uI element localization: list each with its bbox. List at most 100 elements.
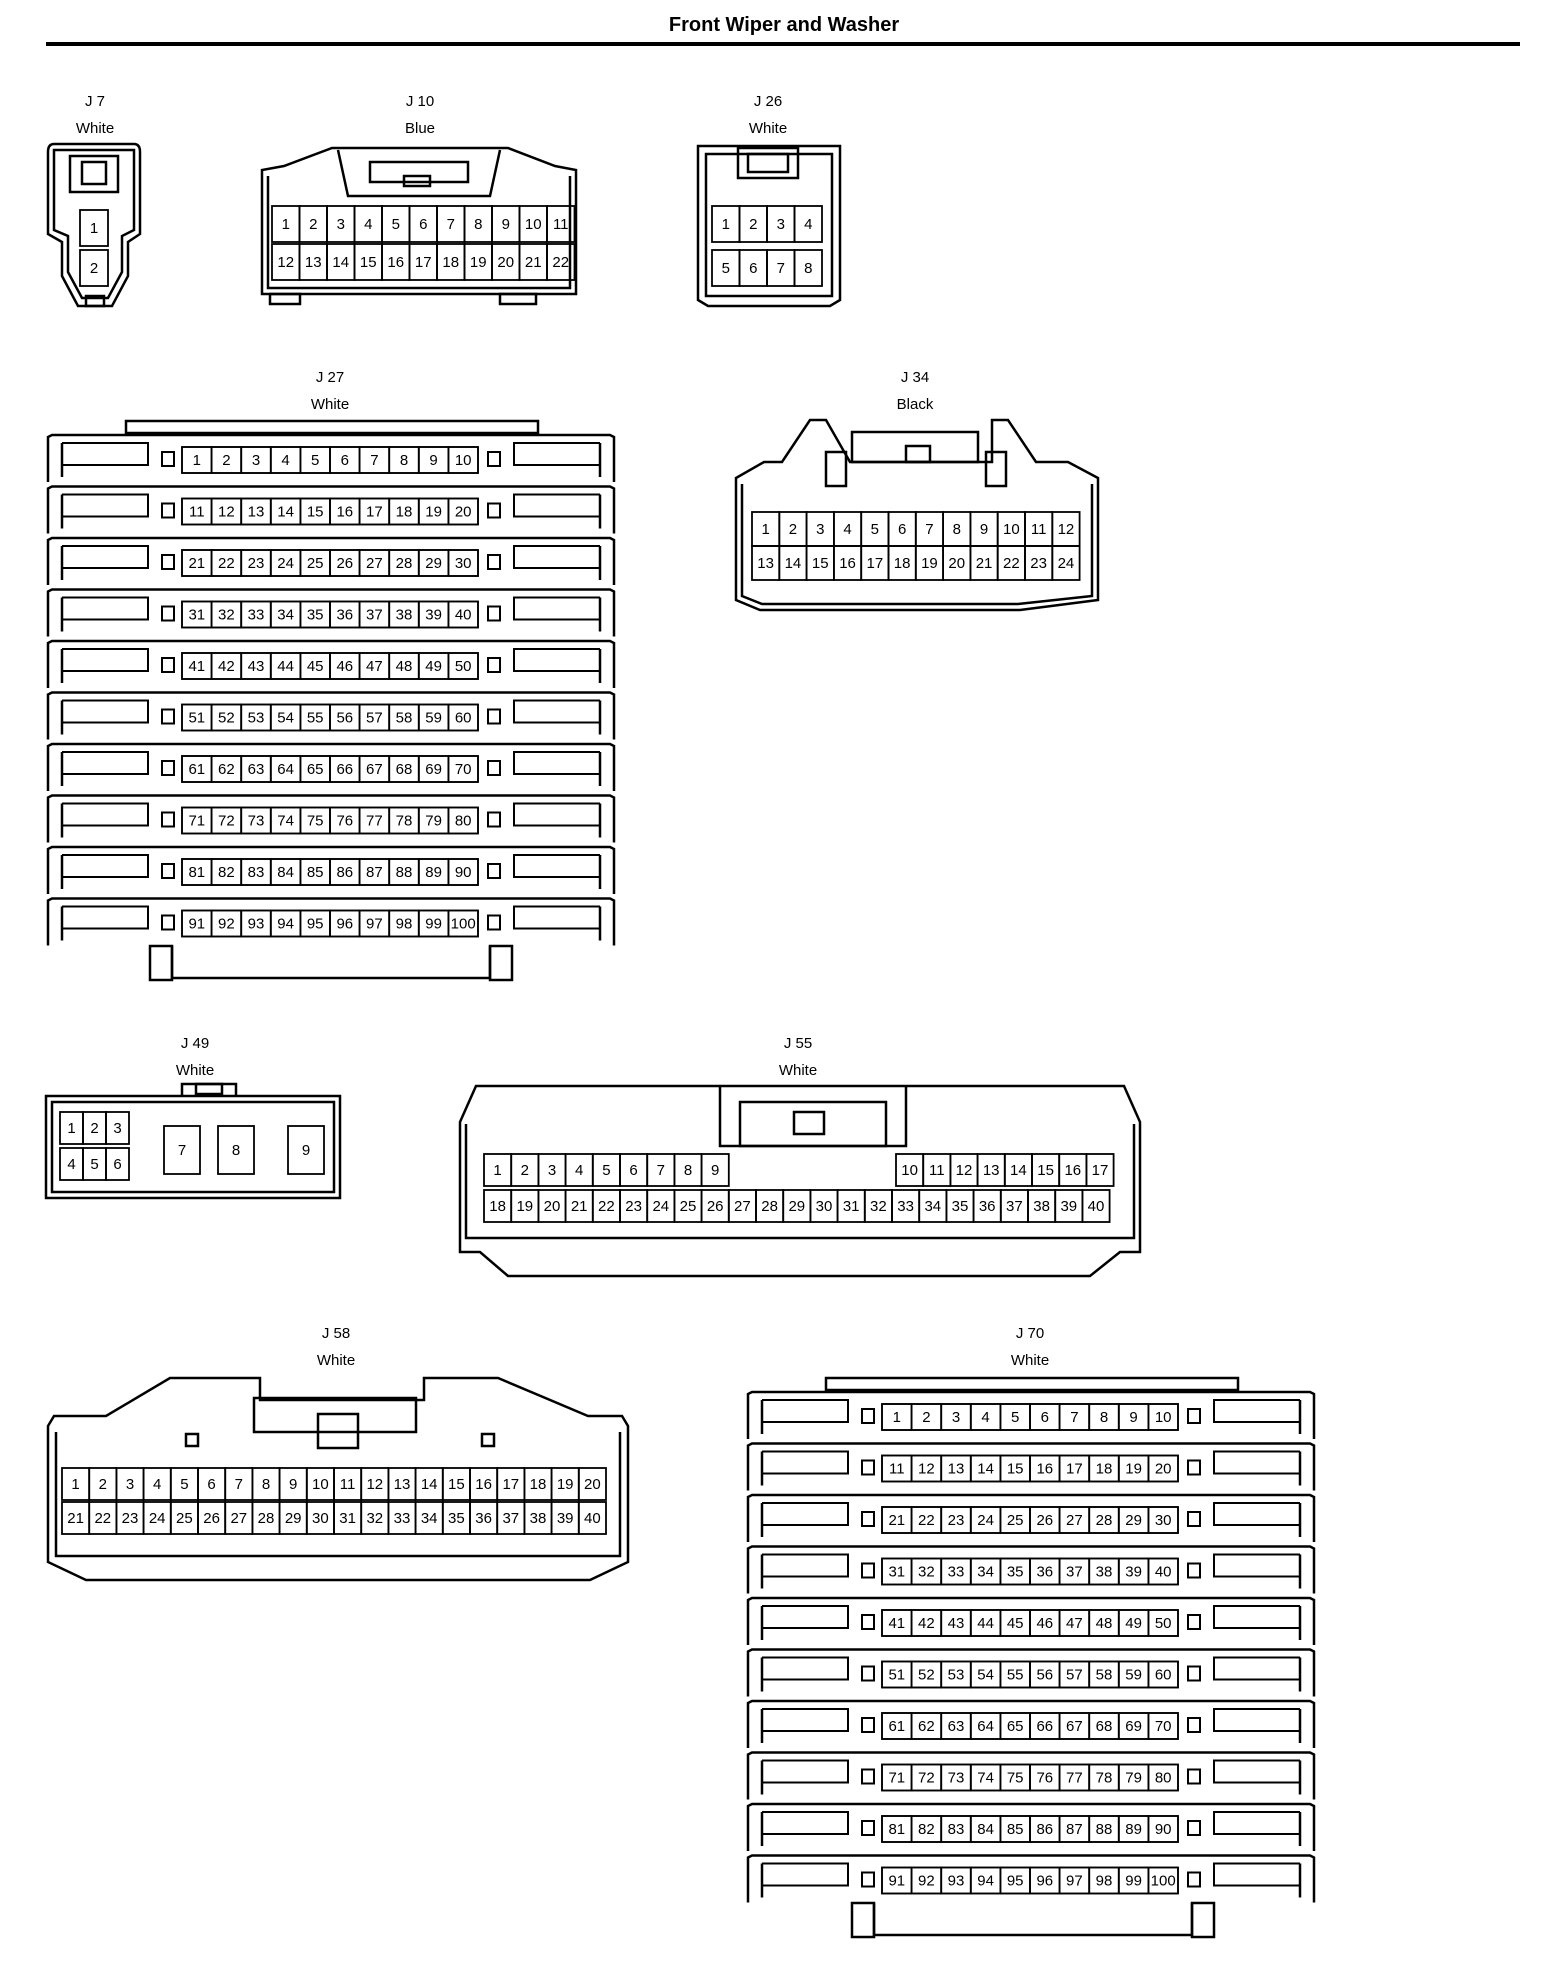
svg-text:63: 63 [948,1718,965,1735]
pin-16: 16 [1058,1153,1088,1187]
svg-text:14: 14 [977,1461,994,1478]
svg-text:3: 3 [548,1162,556,1179]
pin-29: 29 [782,1189,812,1223]
pin-12: 12 [910,1454,943,1483]
pin-28: 28 [755,1189,785,1223]
svg-text:64: 64 [277,761,294,778]
svg-text:31: 31 [888,1564,905,1581]
svg-text:8: 8 [232,1142,240,1159]
pin-41: 41 [181,652,213,680]
svg-text:47: 47 [366,658,383,675]
pin-18: 18 [1088,1454,1120,1483]
pin-62: 62 [910,1712,943,1740]
pin-39: 39 [550,1501,580,1535]
svg-text:10: 10 [455,452,472,469]
pin-32: 32 [910,1557,943,1586]
pin-7: 7 [914,511,944,547]
svg-text:17: 17 [1092,1162,1109,1179]
svg-text:31: 31 [339,1510,356,1527]
svg-text:36: 36 [336,607,353,624]
svg-text:37: 37 [1006,1198,1023,1215]
pin-77: 77 [358,806,391,835]
pin-22: 22 [996,545,1026,581]
pin-72: 72 [910,1763,943,1792]
pin-75: 75 [999,1763,1031,1792]
svg-text:25: 25 [176,1510,193,1527]
pin-8: 8 [673,1153,703,1187]
svg-text:20: 20 [455,504,472,521]
pin-84: 84 [969,1815,1002,1843]
pin-54: 54 [969,1660,1002,1689]
pin-84: 84 [269,858,302,886]
svg-text:92: 92 [218,916,235,933]
pin-3: 3 [766,205,796,243]
pin-38: 38 [1088,1557,1120,1586]
svg-text:39: 39 [425,607,442,624]
pin-36: 36 [469,1501,499,1535]
pin-67: 67 [358,755,391,783]
svg-text:35: 35 [1007,1564,1024,1581]
pin-21: 21 [881,1506,913,1534]
svg-text:26: 26 [1036,1512,1053,1529]
svg-text:86: 86 [1036,1821,1053,1838]
svg-text:19: 19 [425,504,442,521]
svg-text:100: 100 [1151,1873,1176,1890]
pin-33: 33 [387,1501,417,1535]
pin-69: 69 [417,755,450,783]
pin-99: 99 [417,909,450,938]
svg-text:1: 1 [67,1120,75,1137]
pin-15: 15 [441,1467,471,1501]
pin-14: 14 [414,1467,444,1501]
pin-53: 53 [940,1660,972,1689]
pin-10: 10 [447,446,479,474]
svg-text:92: 92 [918,1873,935,1890]
svg-text:15: 15 [307,504,324,521]
svg-text:13: 13 [248,504,265,521]
pin-23: 23 [619,1189,649,1223]
pin-17: 17 [1085,1153,1115,1187]
svg-text:10: 10 [901,1162,918,1179]
pin-32: 32 [210,600,243,629]
pin-100: 100 [447,909,479,938]
svg-text:17: 17 [867,555,884,572]
pin-74: 74 [269,806,302,835]
pin-61: 61 [881,1712,913,1740]
connector-color: White [75,120,115,137]
pin-4: 4 [59,1147,84,1181]
svg-text:76: 76 [336,813,353,830]
svg-text:38: 38 [1033,1198,1050,1215]
page-title: Front Wiper and Washer [668,14,900,36]
svg-text:22: 22 [94,1510,111,1527]
svg-text:22: 22 [598,1198,615,1215]
pin-2: 2 [910,1403,943,1431]
connector-j27-header: J 27 White [240,364,420,418]
svg-text:10: 10 [525,216,542,233]
svg-text:33: 33 [248,607,265,624]
pin-13: 13 [240,497,272,526]
pin-89: 89 [417,858,450,886]
title-rule [46,42,1520,46]
svg-text:37: 37 [1066,1564,1083,1581]
svg-text:25: 25 [1007,1512,1024,1529]
svg-text:37: 37 [502,1510,519,1527]
pin-60: 60 [447,703,479,732]
svg-text:21: 21 [888,1512,905,1529]
pin-47: 47 [358,652,391,680]
svg-text:4: 4 [281,452,289,469]
svg-text:41: 41 [888,1615,905,1632]
pin-81: 81 [881,1815,913,1843]
svg-text:54: 54 [277,710,294,727]
pin-row [46,536,616,585]
svg-text:4: 4 [804,216,812,233]
connector-id: J 34 [900,369,930,386]
pin-8: 8 [388,446,420,474]
svg-text:57: 57 [366,710,383,727]
pin-10: 10 [996,511,1026,547]
pin-28: 28 [251,1501,281,1535]
pin-20: 20 [942,545,972,581]
pin-8: 8 [463,205,493,243]
svg-text:5: 5 [871,521,879,538]
pin-19: 19 [417,497,450,526]
svg-text:4: 4 [364,216,372,233]
